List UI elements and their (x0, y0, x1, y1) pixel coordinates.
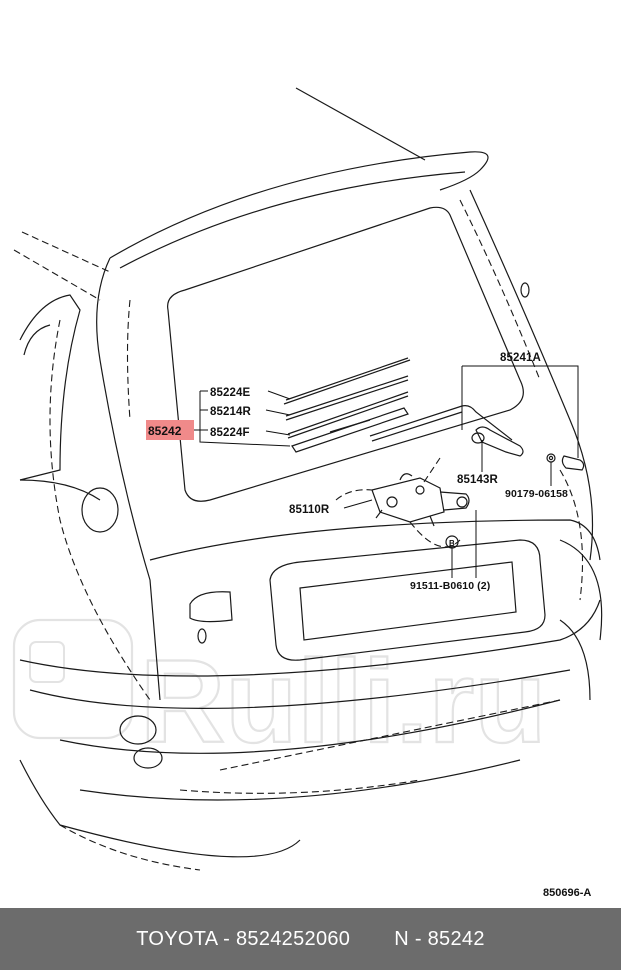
nut (546, 453, 556, 463)
label-85224e[interactable]: 85224E (210, 387, 250, 399)
label-91511-b0610[interactable]: 91511-B0610 (2) (410, 580, 490, 592)
diagram-reference-code: 850696-A (543, 887, 591, 899)
label-85242-highlight[interactable]: 85242 (148, 424, 182, 438)
label-85143r[interactable]: 85143R (457, 474, 498, 486)
label-90179-06158[interactable]: 90179-06158 (505, 488, 568, 500)
footer-ref-number: N - 85242 (394, 927, 485, 950)
parts-diagram: Rulli.ru (12, 87, 603, 899)
watermark-logo-door (29, 641, 65, 683)
watermark-text: Rulli.ru (140, 636, 546, 768)
watermark: Rulli.ru (12, 618, 548, 769)
highlight-box (146, 420, 194, 440)
blade-rubber-r (285, 375, 409, 417)
leader-lines (146, 365, 579, 578)
label-85110r[interactable]: 85110R (289, 504, 330, 516)
cap (561, 455, 585, 471)
blade-rubber-f (287, 391, 409, 435)
footer-bar: TOYOTA - 8524252060 N - 85242 (0, 908, 621, 970)
blade-rubber-e (285, 357, 409, 401)
watermark-logo-icon (12, 618, 134, 740)
label-85224f[interactable]: 85224F (210, 427, 250, 439)
wiper-arm-head (475, 426, 524, 457)
label-85241a[interactable]: 85241A (500, 352, 541, 364)
footer-part-number: TOYOTA - 8524252060 (136, 927, 351, 950)
wiper-assembly: B (283, 357, 585, 549)
vehicle-body (13, 87, 603, 871)
label-85214r[interactable]: 85214R (210, 406, 251, 418)
wiper-motor (371, 473, 470, 527)
callout-b-letter: B (449, 539, 455, 548)
rear-lamp (189, 591, 233, 623)
